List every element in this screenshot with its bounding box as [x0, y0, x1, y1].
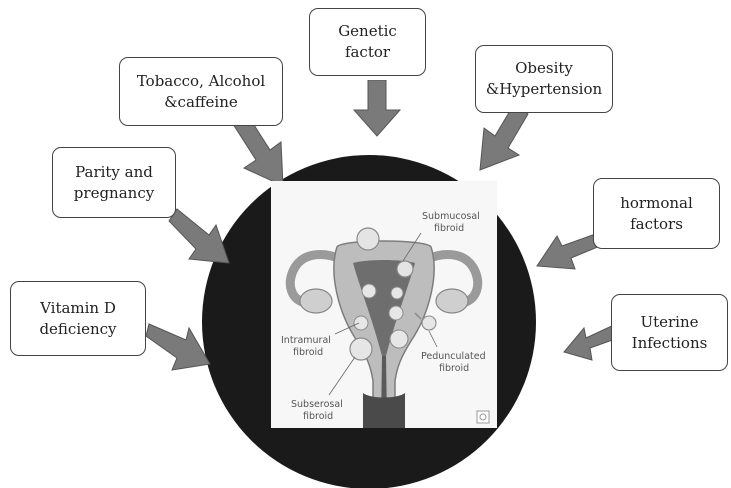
obesity-hypertension-box: Obesity &Hypertension	[475, 45, 613, 113]
pedunculated-fibroid-shape	[422, 316, 436, 330]
parity-arrow	[165, 205, 235, 270]
right-ovary-shape	[436, 289, 468, 313]
label-intramural-line2: fibroid	[293, 347, 323, 358]
tobacco-alcohol-caffeine-box: Tobacco, Alcohol &caffeine	[119, 57, 283, 126]
fibroid-top-shape	[357, 228, 379, 250]
left-ovary-shape	[300, 289, 332, 313]
genetic-arrow	[352, 80, 402, 138]
uterus-illustration-svg: Submucosal fibroid Intramural fibroid Pe…	[271, 181, 497, 428]
label-submucosal-line2: fibroid	[434, 223, 464, 234]
subserosal-fibroid-shape	[350, 338, 372, 360]
submucosal-fibroid-shape	[397, 261, 413, 277]
label-subserosal-line1: Subserosal	[291, 399, 343, 410]
label-submucosal-line1: Submucosal	[422, 211, 480, 222]
label-intramural-line1: Intramural	[281, 335, 331, 346]
label-pedunculated-line2: fibroid	[439, 363, 469, 374]
hormonal-factors-box: hormonal factors	[593, 178, 720, 249]
label-pedunculated-line1: Pedunculated	[421, 351, 486, 362]
intramural-fibroid-shape	[390, 330, 408, 348]
parity-pregnancy-box: Parity and pregnancy	[52, 147, 176, 218]
uterus-fibroid-illustration: Submucosal fibroid Intramural fibroid Pe…	[271, 181, 497, 428]
vitamin-d-deficiency-box: Vitamin D deficiency	[10, 281, 146, 356]
corner-mark-icon	[477, 411, 489, 423]
uterine-infections-box: Uterine Infections	[611, 294, 728, 371]
vitamin-d-arrow	[144, 318, 212, 374]
genetic-factor-box: Genetic factor	[309, 8, 426, 76]
label-subserosal-line2: fibroid	[303, 411, 333, 422]
